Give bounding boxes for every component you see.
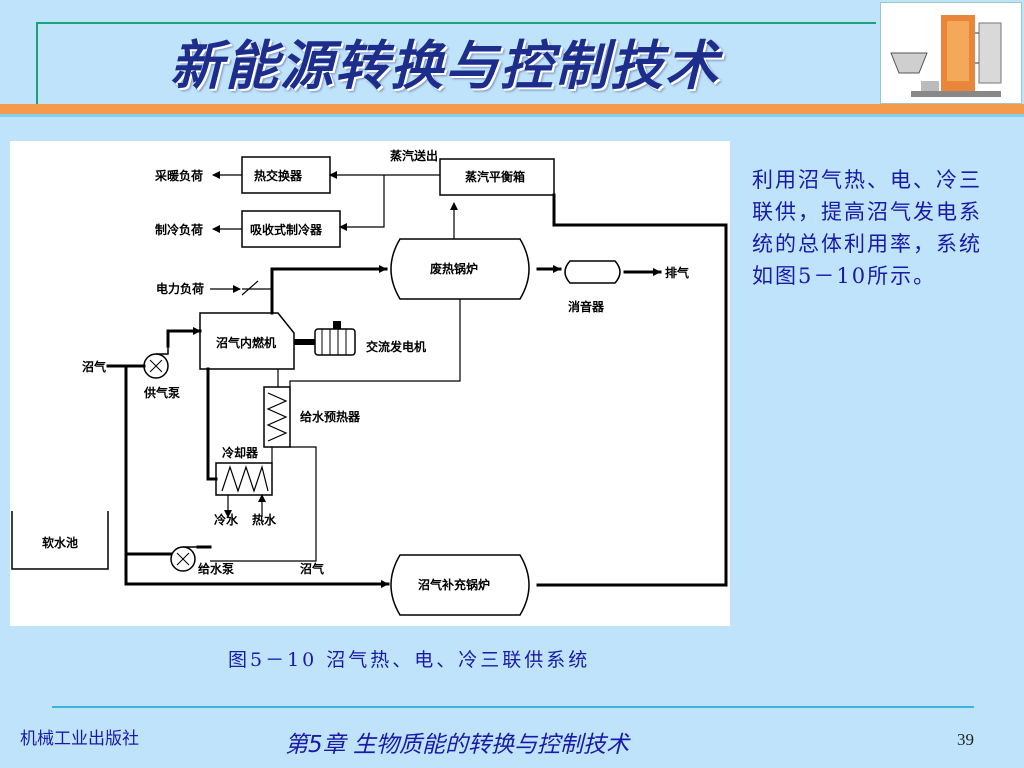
cooler-label: 冷却器 [222,445,259,460]
chapter-title: 第5章 生物质能的转换与控制技术 [285,732,629,758]
heat-exchanger-box [241,156,331,194]
top-vertical-rule [36,22,38,104]
steam-header-label: 蒸汽平衡箱 [465,169,525,184]
soft-water-pool [11,511,109,570]
biogas-inlet-label: 沼气 [82,359,106,374]
power-load-label: 电力负荷 [156,281,204,296]
muffler-vessel [564,260,621,284]
heat-exchanger-label: 热交换器 [254,168,303,183]
engine-box [199,312,295,370]
absorption-chiller-label: 吸收式制冷器 [250,222,323,237]
aux-boiler-label: 沼气补充锅炉 [418,577,490,592]
publisher-name: 机械工业出版社 [20,729,139,749]
generator-shaft [294,339,315,345]
footer-rule [52,706,974,708]
biogas-line-label: 沼气 [300,561,324,576]
engine-label: 沼气内燃机 [216,335,276,350]
orange-divider-band [0,104,1024,114]
cold-water-label: 冷水 [214,512,239,527]
top-horizontal-rule [36,22,876,24]
waste-heat-boiler-label: 废热锅炉 [430,261,478,276]
gas-pump-label: 供气泵 [143,385,180,400]
feed-pump-label: 给水泵 [198,561,234,576]
cchp-system-diagram: 采暖负荷 制冷负荷 热交换器 吸收式制冷器 蒸汽送出 蒸汽平衡箱 电力负荷 废热… [10,141,730,626]
hot-water-label: 热水 [252,512,277,527]
slide-title: 新能源转换与控制技术 [170,36,720,97]
generator-body [314,328,356,356]
waste-heat-boiler-vessel [390,238,530,300]
cool-load-label: 制冷负荷 [155,222,203,237]
figure-caption: 图5－10 沼气热、电、冷三联供系统 [228,649,591,671]
cooler-box [215,462,273,496]
muffler-label: 消音器 [568,299,605,314]
feed-preheater-label: 给水预热器 [300,409,361,424]
aux-boiler-vessel [390,554,530,616]
generator-label: 交流发电机 [366,339,426,354]
steam-header-box [439,158,555,196]
steam-out-label: 蒸汽送出 [390,148,438,163]
description-text: 利用沼气热、电、冷三联供，提高沼气发电系统的总体利用率，系统如图5－10所示。 [752,168,982,288]
exhaust-label: 排气 [665,265,689,280]
soft-water-pool-label: 软水池 [42,535,78,550]
boiler-thumbnail-image [880,2,1022,104]
heat-load-label: 采暖负荷 [154,168,203,183]
page-number: 39 [957,730,974,749]
blue-divider-band [0,114,1024,117]
absorption-chiller-box [241,210,341,248]
